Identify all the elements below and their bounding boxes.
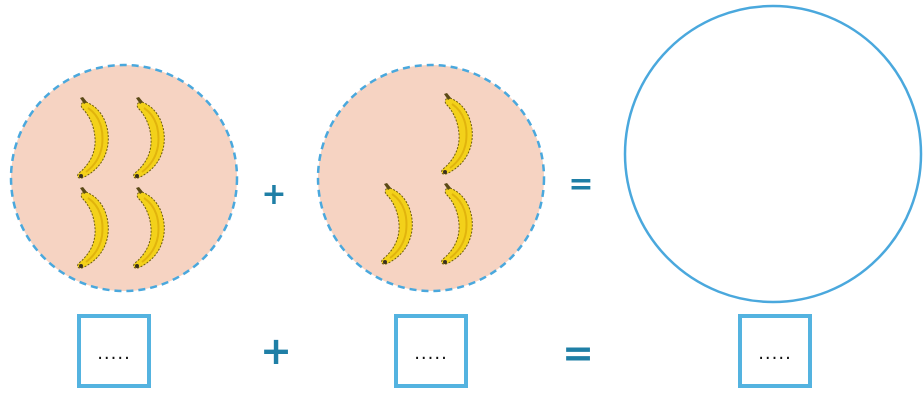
answer-box-2-placeholder: ..... <box>414 343 448 364</box>
answer-box-1[interactable]: ..... <box>77 314 151 388</box>
answer-box-1-placeholder: ..... <box>97 343 131 364</box>
plus-sign-bottom: + <box>256 332 296 370</box>
answer-box-2[interactable]: ..... <box>394 314 468 388</box>
banana-plate-1 <box>11 65 237 291</box>
answer-box-3-placeholder: ..... <box>758 343 792 364</box>
result-circle[interactable] <box>625 6 921 302</box>
equals-sign-bottom: = <box>558 334 598 372</box>
plus-sign-top: + <box>254 180 294 210</box>
answer-box-3[interactable]: ..... <box>738 314 812 388</box>
banana-plate-2 <box>318 65 544 291</box>
equals-sign-top: = <box>561 170 601 200</box>
